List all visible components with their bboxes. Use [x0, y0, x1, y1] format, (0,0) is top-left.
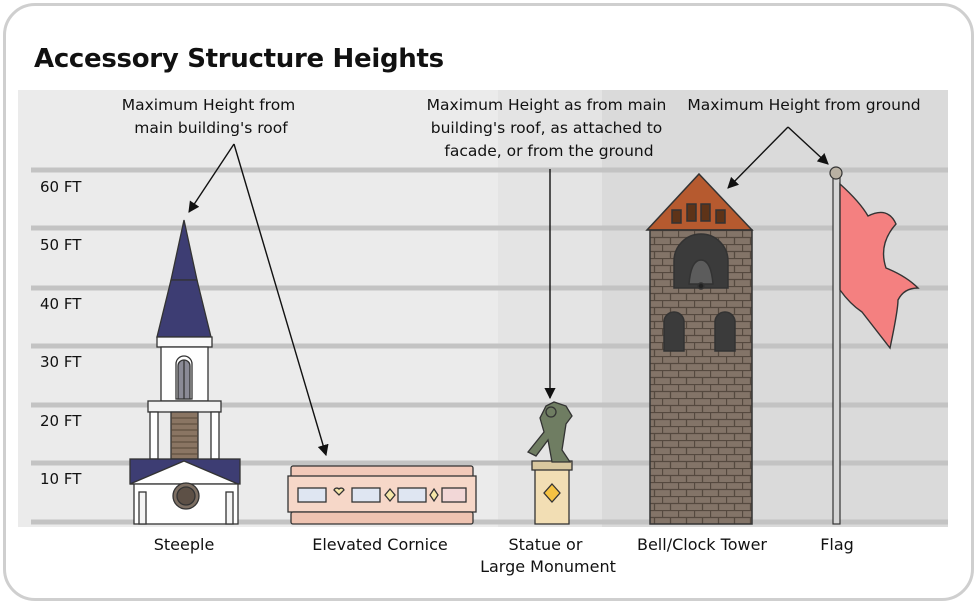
statue-annotation: Maximum Height as from main building's r… [427, 96, 672, 160]
flag-cloth [839, 182, 920, 350]
roof-annotation: Maximum Height from main building's roof [122, 96, 300, 137]
height-diagram: 60 FT 50 FT 40 FT 30 FT 20 FT 10 FT [18, 90, 948, 576]
statue-annotation-line-2: building's roof, as attached to [431, 119, 663, 137]
roof-annotation-line-1: Maximum Height from [122, 96, 296, 114]
statue-annotation-line-1: Maximum Height as from main [427, 96, 667, 114]
figure-frame: Accessory Structure Heights 60 FT [3, 3, 974, 601]
label-statue: Statue or Large Monument [480, 535, 616, 576]
tick-20ft: 20 FT [40, 412, 82, 430]
arrow-to-tower [727, 126, 789, 189]
arrow-to-steeple [188, 143, 235, 213]
flagpole-finial [829, 166, 843, 180]
tick-40ft: 40 FT [40, 295, 82, 313]
label-statue-line-1: Statue or [508, 535, 582, 554]
cornice-illustration [287, 465, 477, 525]
tick-30ft: 30 FT [40, 353, 82, 371]
ground-annotation: Maximum Height from ground [687, 96, 920, 114]
flag-illustration [829, 166, 920, 525]
bell-tower-illustration [645, 172, 754, 525]
tick-50ft: 50 FT [40, 236, 82, 254]
background-panel-light [18, 90, 498, 527]
label-steeple: Steeple [154, 535, 215, 554]
tick-60ft: 60 FT [40, 178, 82, 196]
roof-annotation-line-2: main building's roof [134, 119, 288, 137]
flagpole [832, 175, 841, 525]
statue-illustration [526, 401, 573, 525]
statue-annotation-line-3: facade, or from the ground [444, 142, 653, 160]
label-statue-line-2: Large Monument [480, 557, 616, 576]
label-bell-clock-tower: Bell/Clock Tower [637, 535, 767, 554]
tick-10ft: 10 FT [40, 470, 82, 488]
arrow-to-flag [787, 126, 829, 165]
diagram-title: Accessory Structure Heights [34, 44, 444, 74]
label-flag: Flag [820, 535, 854, 554]
label-elevated-cornice: Elevated Cornice [312, 535, 448, 554]
steeple-illustration [129, 219, 241, 525]
arrow-to-cornice [233, 143, 329, 457]
